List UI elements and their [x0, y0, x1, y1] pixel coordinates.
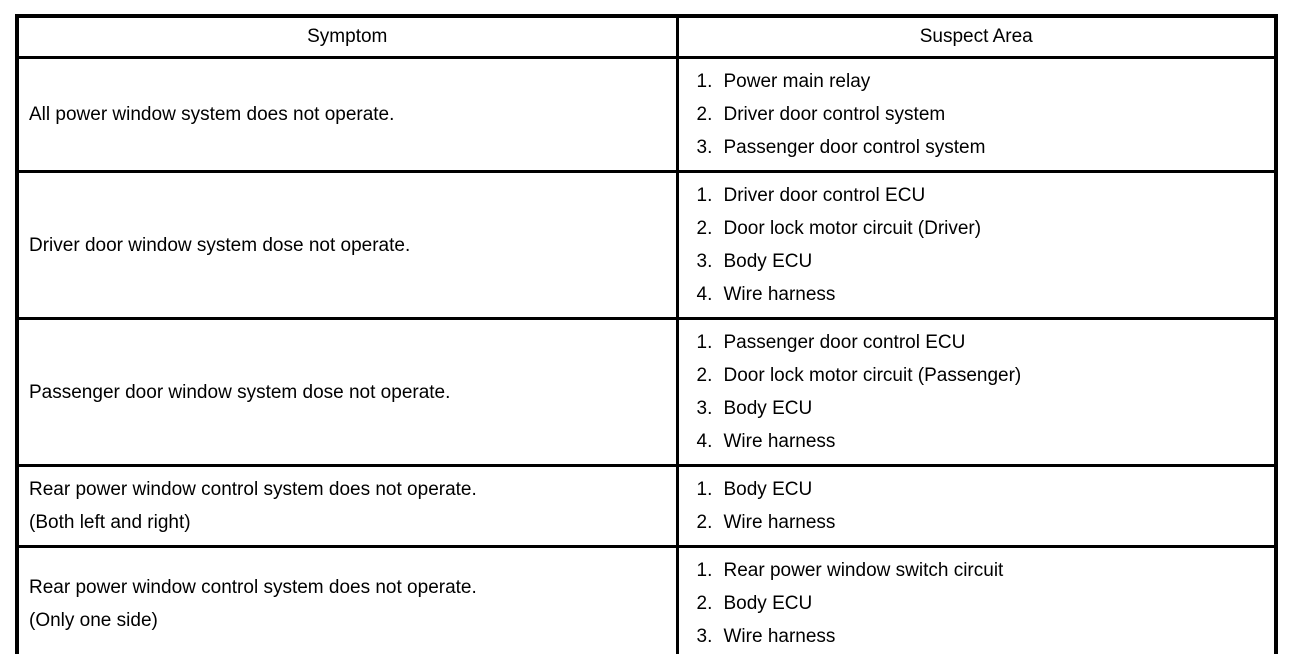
table-row: Passenger door window system dose not op…	[15, 317, 1278, 467]
suspect-item-label: Wire harness	[723, 512, 836, 533]
table-row: All power window system does not operate…	[15, 56, 1278, 173]
symptom-note: (Both left and right)	[29, 512, 191, 533]
table-row: Rear power window control system does no…	[15, 545, 1278, 654]
suspect-item-number: 4.	[696, 431, 713, 452]
suspect-item-number: 1.	[696, 479, 713, 500]
symptom-cell: Driver door window system dose not opera…	[15, 170, 679, 320]
suspect-item: 1. Passenger door control ECU	[697, 326, 1271, 359]
suspect-item: 3. Body ECU	[697, 245, 1271, 278]
suspect-item-label: Driver door control ECU	[723, 185, 926, 206]
suspect-item-label: Body ECU	[723, 398, 813, 419]
suspect-item-number: 2.	[696, 593, 713, 614]
suspect-item-number: 3.	[696, 626, 713, 647]
suspect-item-label: Door lock motor circuit (Passenger)	[723, 365, 1022, 386]
suspect-item-label: Driver door control system	[723, 104, 946, 125]
symptom-text: Driver door window system dose not opera…	[29, 234, 411, 256]
suspect-item: 2. Driver door control system	[697, 98, 1271, 131]
suspect-item: 2. Body ECU	[697, 587, 1271, 620]
suspect-item: 1. Body ECU	[697, 473, 1271, 506]
symptom-cell: Rear power window control system does no…	[15, 545, 679, 654]
suspect-item-number: 4.	[696, 284, 713, 305]
symptom-text: All power window system does not operate…	[29, 104, 395, 125]
suspect-item-label: Wire harness	[723, 284, 836, 305]
table-row: Rear power window control system does no…	[15, 464, 1278, 548]
suspect-item-label: Body ECU	[723, 479, 813, 500]
suspect-item-label: Rear power window switch circuit	[723, 560, 1004, 581]
symptom-cell: All power window system does not operate…	[15, 56, 679, 173]
symptom-cell: Passenger door window system dose not op…	[15, 317, 679, 467]
suspect-item-label: Power main relay	[723, 71, 871, 92]
suspect-item-number: 1.	[696, 560, 713, 581]
symptom-note: (Only one side)	[29, 609, 158, 631]
suspect-item: 1. Driver door control ECU	[697, 179, 1271, 212]
suspect-item-label: Wire harness	[723, 431, 836, 452]
suspect-area-cell: 1. Body ECU 2. Wire harness	[675, 464, 1278, 548]
symptom-text: Passenger door window system dose not op…	[29, 381, 451, 403]
symptom-cell: Rear power window control system does no…	[15, 464, 679, 548]
suspect-item-number: 2.	[696, 365, 713, 386]
suspect-area-cell: 1. Passenger door control ECU 2. Door lo…	[675, 317, 1278, 467]
suspect-item-number: 2.	[696, 512, 713, 533]
suspect-item-number: 2.	[696, 104, 713, 125]
suspect-item-number: 3.	[696, 398, 713, 419]
symptom-text: Rear power window control system does no…	[29, 576, 477, 598]
suspect-item: 4. Wire harness	[697, 278, 1271, 311]
suspect-item-label: Wire harness	[723, 626, 836, 647]
suspect-item-label: Door lock motor circuit (Driver)	[723, 218, 982, 239]
suspect-area-column-header: Suspect Area	[675, 14, 1278, 59]
suspect-area-cell: 1. Rear power window switch circuit 2. B…	[675, 545, 1278, 654]
suspect-item: 4. Wire harness	[697, 425, 1271, 458]
suspect-area-cell: 1. Driver door control ECU 2. Door lock …	[675, 170, 1278, 320]
suspect-item-number: 1.	[696, 71, 713, 92]
suspect-item-number: 3.	[696, 137, 713, 158]
table-row: Driver door window system dose not opera…	[15, 170, 1278, 320]
suspect-item: 3. Passenger door control system	[697, 131, 1271, 164]
symptom-column-header: Symptom	[15, 14, 679, 59]
suspect-item-label: Passenger door control ECU	[723, 332, 966, 353]
header-row: Symptom Suspect Area	[15, 14, 1278, 59]
suspect-item-label: Body ECU	[723, 593, 813, 614]
suspect-area-cell: 1. Power main relay 2. Driver door contr…	[675, 56, 1278, 173]
suspect-item-number: 2.	[696, 218, 713, 239]
suspect-item-number: 1.	[696, 185, 713, 206]
suspect-item: 3. Wire harness	[697, 620, 1271, 653]
suspect-item-label: Passenger door control system	[723, 137, 986, 158]
symptom-suspect-table: Symptom Suspect Area All power window sy…	[15, 14, 1278, 654]
suspect-item-number: 3.	[696, 251, 713, 272]
suspect-item-label: Body ECU	[723, 251, 813, 272]
symptom-text: Rear power window control system does no…	[29, 479, 477, 500]
suspect-item: 1. Rear power window switch circuit	[697, 554, 1271, 587]
suspect-item: 2. Wire harness	[697, 506, 1271, 539]
suspect-item: 2. Door lock motor circuit (Passenger)	[697, 359, 1271, 392]
suspect-item: 3. Body ECU	[697, 392, 1271, 425]
suspect-item: 1. Power main relay	[697, 65, 1271, 98]
suspect-item: 2. Door lock motor circuit (Driver)	[697, 212, 1271, 245]
suspect-item-number: 1.	[696, 332, 713, 353]
